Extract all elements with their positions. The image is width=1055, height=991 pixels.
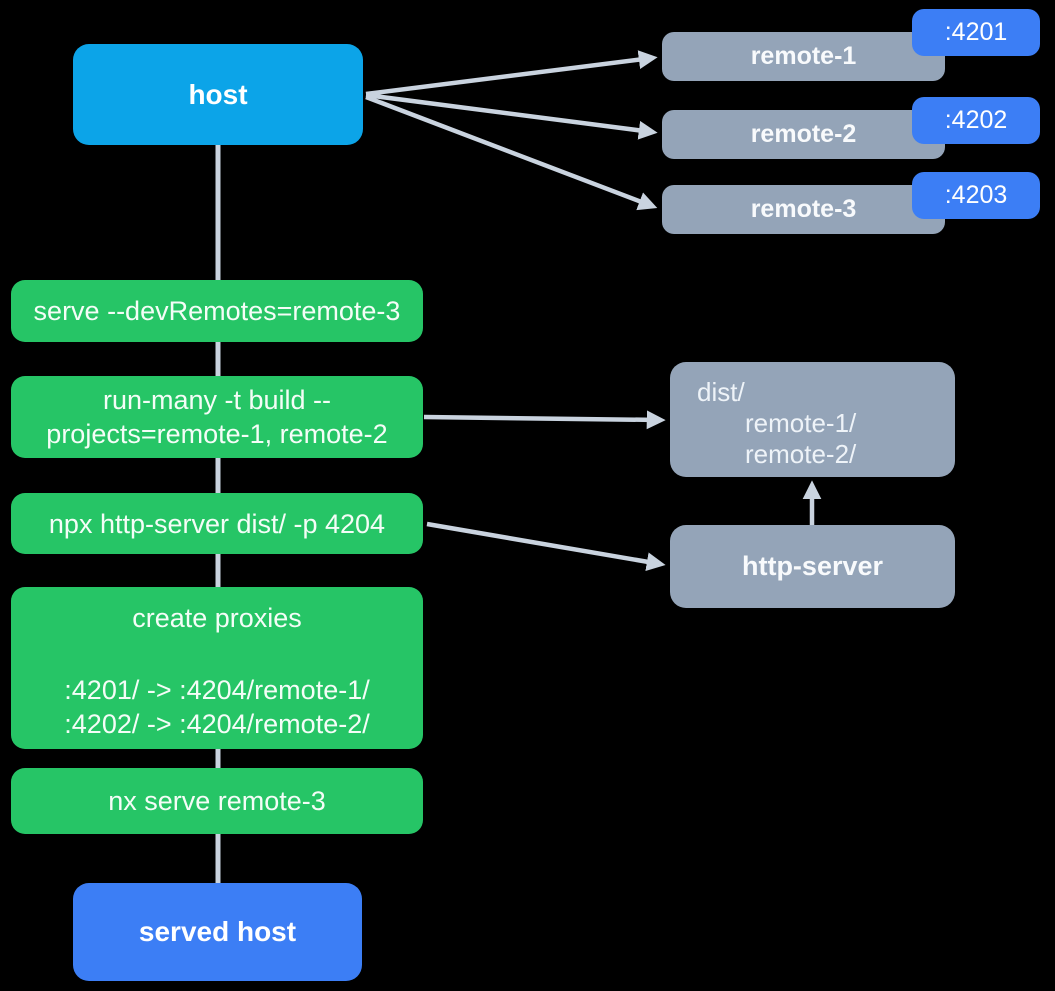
arrow-host-to-remote-3 xyxy=(365,94,658,211)
command-run-many-line-1: run-many -t build -- xyxy=(102,385,332,415)
remote-1-port: :4201 xyxy=(944,18,1008,46)
served-host-label: served host xyxy=(138,916,297,947)
create-proxies-title: create proxies xyxy=(132,603,302,633)
command-serve-text: serve --devRemotes=remote-3 xyxy=(33,296,401,326)
remote-3-port: :4203 xyxy=(944,181,1008,209)
remote-2-port: :4202 xyxy=(944,106,1008,134)
remote-1-label: remote-1 xyxy=(750,42,857,70)
dist-folder-remote-2: remote-2/ xyxy=(745,439,857,469)
dist-folder-node: dist/ remote-1/ remote-2/ xyxy=(670,362,955,477)
remote-3-label: remote-3 xyxy=(750,195,857,223)
arrow-run-many-to-dist xyxy=(423,410,666,430)
remote-2-label: remote-2 xyxy=(750,120,857,148)
command-create-proxies: create proxies :4201/ -> :4204/remote-1/… xyxy=(11,587,423,749)
command-npx-http-server-text: npx http-server dist/ -p 4204 xyxy=(48,508,386,539)
remote-2-node: remote-2 xyxy=(662,110,945,159)
host-label: host xyxy=(188,78,248,110)
dist-folder-root: dist/ xyxy=(697,377,745,407)
arrow-http-cmd-to-http-server xyxy=(426,521,666,572)
remote-3-node: remote-3 xyxy=(662,185,945,234)
served-host-node: served host xyxy=(73,883,362,981)
arrow-host-to-remote-2 xyxy=(365,92,658,140)
command-npx-http-server: npx http-server dist/ -p 4204 xyxy=(11,493,423,554)
create-proxies-rule-1: :4201/ -> :4204/remote-1/ xyxy=(64,675,370,705)
command-run-many-build: run-many -t build -- projects=remote-1, … xyxy=(11,376,423,458)
remote-1-node: remote-1 xyxy=(662,32,945,81)
http-server-label: http-server xyxy=(741,551,884,581)
http-server-node: http-server xyxy=(670,525,955,608)
dist-folder-remote-1: remote-1/ xyxy=(745,408,857,438)
command-serve-dev-remotes: serve --devRemotes=remote-3 xyxy=(11,280,423,342)
remote-2-port-badge: :4202 xyxy=(912,97,1040,144)
command-nx-serve-text: nx serve remote-3 xyxy=(108,786,326,816)
command-run-many-line-2: projects=remote-1, remote-2 xyxy=(46,419,388,449)
arrow-host-to-remote-1 xyxy=(365,50,658,97)
remote-3-port-badge: :4203 xyxy=(912,172,1040,219)
command-nx-serve-remote-3: nx serve remote-3 xyxy=(11,768,423,834)
host-node: host xyxy=(73,44,363,145)
remote-1-port-badge: :4201 xyxy=(912,9,1040,56)
create-proxies-rule-2: :4202/ -> :4204/remote-2/ xyxy=(64,709,370,739)
